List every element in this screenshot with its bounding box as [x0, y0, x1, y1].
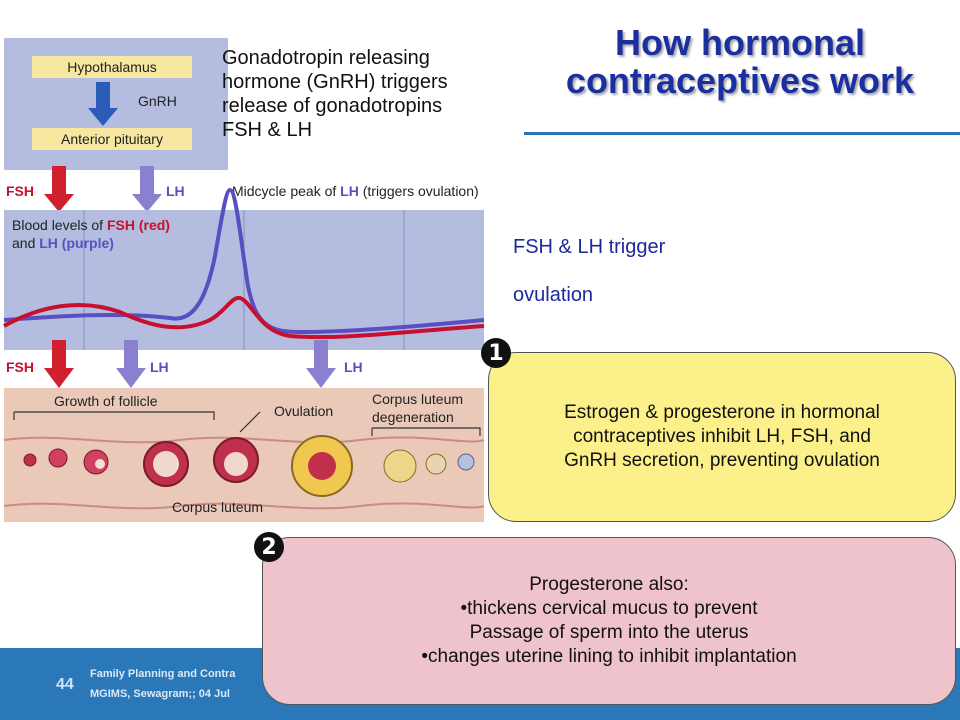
hypothalamus-box	[32, 56, 192, 78]
number-1-badge: 1	[481, 338, 511, 368]
follicle-antrum	[95, 459, 105, 469]
fsh-curve	[3, 295, 485, 340]
lh-label-bottom: LH	[150, 359, 169, 375]
tissue-wave	[3, 436, 485, 444]
fsh-arrow-top-head	[44, 194, 74, 212]
follicle-antrum	[224, 452, 248, 476]
growth-of-follicle-label: Growth of follicle	[54, 393, 158, 409]
follicle-antrum	[153, 451, 179, 477]
title-underline	[524, 132, 960, 135]
lh-arrow-top-head	[132, 194, 162, 212]
follicle-small	[23, 453, 37, 467]
midcycle-peak-label: Midcycle peak of LH (triggers ovulation)	[232, 183, 479, 199]
lh-arrow-top-shaft	[140, 166, 154, 196]
follicle	[48, 448, 68, 468]
callout-1-text: Estrogen & progesterone in hormonal cont…	[564, 402, 880, 471]
follicle-bracket	[13, 411, 215, 420]
number-2-badge: 2	[254, 532, 284, 562]
callout-2-line-1: Progesterone also:	[529, 574, 689, 595]
tissue-wave	[3, 502, 485, 510]
footer-text-1: Family Planning and Contra	[90, 668, 236, 680]
hypothalamus-label: Hypothalamus	[67, 59, 157, 75]
corpus-albicans	[425, 453, 447, 475]
degeneration-bracket	[371, 427, 481, 436]
corpus-luteum-degeneration-label-1: Corpus luteum	[372, 391, 463, 407]
fsh-label-bottom: FSH	[6, 359, 34, 375]
blood-levels-label-1: Blood levels of FSH (red)	[12, 217, 170, 233]
fsh-arrow-top-shaft	[52, 166, 66, 196]
fsh-arrow-bottom-shaft	[52, 340, 66, 370]
callout-2-line-2: •thickens cervical mucus to prevent	[460, 598, 758, 619]
lh-arrow-bottom-shaft	[124, 340, 138, 370]
lh-arrow-bottom-head	[116, 368, 146, 388]
corpus-luteum-degeneration-label-2: degeneration	[372, 409, 454, 425]
lh-label-top: LH	[166, 183, 185, 199]
corpus-luteum-label: Corpus luteum	[172, 499, 263, 515]
fsh-label-top: FSH	[6, 183, 34, 199]
slide-number: 44	[56, 676, 74, 693]
gnrh-arrow-shaft	[96, 82, 110, 110]
ovulation-label: Ovulation	[274, 403, 333, 419]
callout-progesterone: Progesterone also: •thickens cervical mu…	[262, 537, 956, 705]
lh-arrow-bottom2-head	[306, 368, 336, 388]
slide-title: How hormonal contraceptives work	[565, 22, 915, 101]
ovulation-pointer	[239, 411, 261, 433]
pituitary-box	[32, 128, 192, 150]
callout-estrogen-progesterone: Estrogen & progesterone in hormonal cont…	[488, 352, 956, 522]
fsh-lh-trigger-text: FSH & LH trigger	[513, 236, 666, 258]
lh-arrow-bottom2-shaft	[314, 340, 328, 370]
callout-2-line-3: Passage of sperm into the uterus	[469, 622, 749, 643]
anterior-pituitary-label: Anterior pituitary	[61, 131, 163, 147]
lh-label-bottom2: LH	[344, 359, 363, 375]
lh-curve	[3, 187, 485, 335]
ovulation-text: ovulation	[513, 284, 594, 306]
footer-text-2: MGIMS, Sewagram;; 04 Jul	[90, 688, 230, 700]
callout-2-text: Progesterone also: •thickens cervical mu…	[421, 573, 796, 669]
corpus-luteum-core	[308, 452, 336, 480]
gnrh-arrow-head	[88, 108, 118, 126]
fsh-arrow-bottom-head	[44, 368, 74, 388]
degenerating-corpus-luteum	[383, 449, 417, 483]
blood-levels-label-2: and LH (purple)	[12, 235, 114, 251]
gnrh-explanation: Gonadotropin releasing hormone (GnRH) tr…	[222, 47, 448, 141]
callout-2-line-4: •changes uterine lining to inhibit impla…	[421, 646, 797, 667]
menstrual-cycle-diagram: Hypothalamus GnRH Anterior pituitary FSH…	[3, 38, 485, 522]
corpus-albicans	[457, 453, 475, 471]
gnrh-label: GnRH	[138, 93, 177, 109]
